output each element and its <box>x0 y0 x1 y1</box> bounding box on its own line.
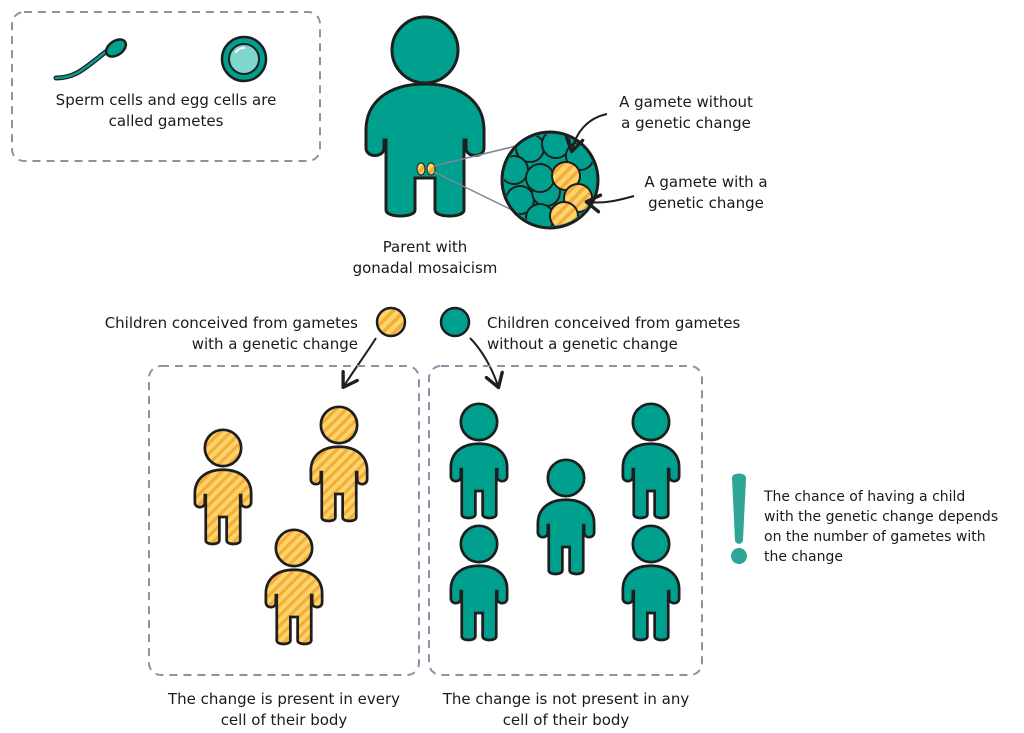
parent-label-line1: Parent with <box>382 238 468 256</box>
zoom-connector-bottom <box>433 171 517 213</box>
unaffected-caption-line2: cell of their body <box>502 711 630 729</box>
gamete-with-label: A gamete with a genetic change <box>622 172 790 214</box>
gamete-with-line1: A gamete with a <box>644 173 768 191</box>
unaffected-caption-line1: The change is not present in any <box>442 690 690 708</box>
legend-without-change: Children conceived from gametes without … <box>487 313 767 355</box>
affected-child <box>193 428 253 546</box>
note-line3: on the number of gametes with <box>764 529 986 545</box>
affected-group-caption: The change is present in every cell of t… <box>149 689 419 731</box>
unaffected-child <box>621 402 681 520</box>
gonad-zoom-circle <box>500 130 600 230</box>
gamete-without-label: A gamete without a genetic change <box>598 92 774 134</box>
parent-label-line2: gonadal mosaicism <box>352 259 498 277</box>
legend-with-line1: Children conceived from gametes <box>104 314 358 332</box>
affected-child <box>264 528 324 646</box>
gametes-caption-line2: called gametes <box>108 112 224 130</box>
unaffected-children <box>449 402 681 642</box>
affected-caption-line2: cell of their body <box>220 711 348 729</box>
affected-children-box <box>148 365 420 676</box>
note-line4: the change <box>764 549 843 565</box>
gamete-without-line1: A gamete without <box>619 93 753 111</box>
note-line1: The chance of having a child <box>764 489 966 505</box>
note-line2: with the genetic change depends <box>764 509 999 525</box>
legend-with-line2: with a genetic change <box>191 335 358 353</box>
unaffected-child <box>536 458 596 576</box>
gametes-caption: Sperm cells and egg cells are called gam… <box>24 90 308 132</box>
arrow-gamete-without <box>564 113 608 154</box>
unaffected-child <box>449 402 509 520</box>
unaffected-child <box>621 524 681 642</box>
exclamation-icon <box>731 473 747 564</box>
unaffected-group-caption: The change is not present in any cell of… <box>420 689 712 731</box>
probability-note: The chance of having a child with the ge… <box>764 487 1020 567</box>
gametes-info-box <box>11 11 321 162</box>
arrow-to-unaffected-group <box>469 337 504 390</box>
legend-yellow-dot <box>375 306 407 338</box>
legend-teal-dot <box>439 306 471 338</box>
zoom-connector-top <box>433 145 517 167</box>
gamete-without-line2: a genetic change <box>621 114 751 132</box>
gametes-caption-line1: Sperm cells and egg cells are <box>55 91 277 109</box>
unaffected-child <box>449 524 509 642</box>
arrow-gamete-with <box>584 193 635 214</box>
legend-without-line1: Children conceived from gametes <box>487 314 741 332</box>
legend-with-change: Children conceived from gametes with a g… <box>88 313 358 355</box>
affected-children <box>193 405 369 646</box>
sperm-cell-icon <box>53 38 128 81</box>
legend-without-line2: without a genetic change <box>487 335 678 353</box>
gamete-with-line2: genetic change <box>648 194 764 212</box>
egg-cell-icon <box>220 35 268 83</box>
unaffected-children-box <box>428 365 703 676</box>
arrow-to-affected-group <box>341 337 377 390</box>
affected-caption-line1: The change is present in every <box>168 690 400 708</box>
parent-label: Parent with gonadal mosaicism <box>330 237 520 279</box>
affected-child <box>309 405 369 523</box>
parent-figure <box>364 15 486 218</box>
